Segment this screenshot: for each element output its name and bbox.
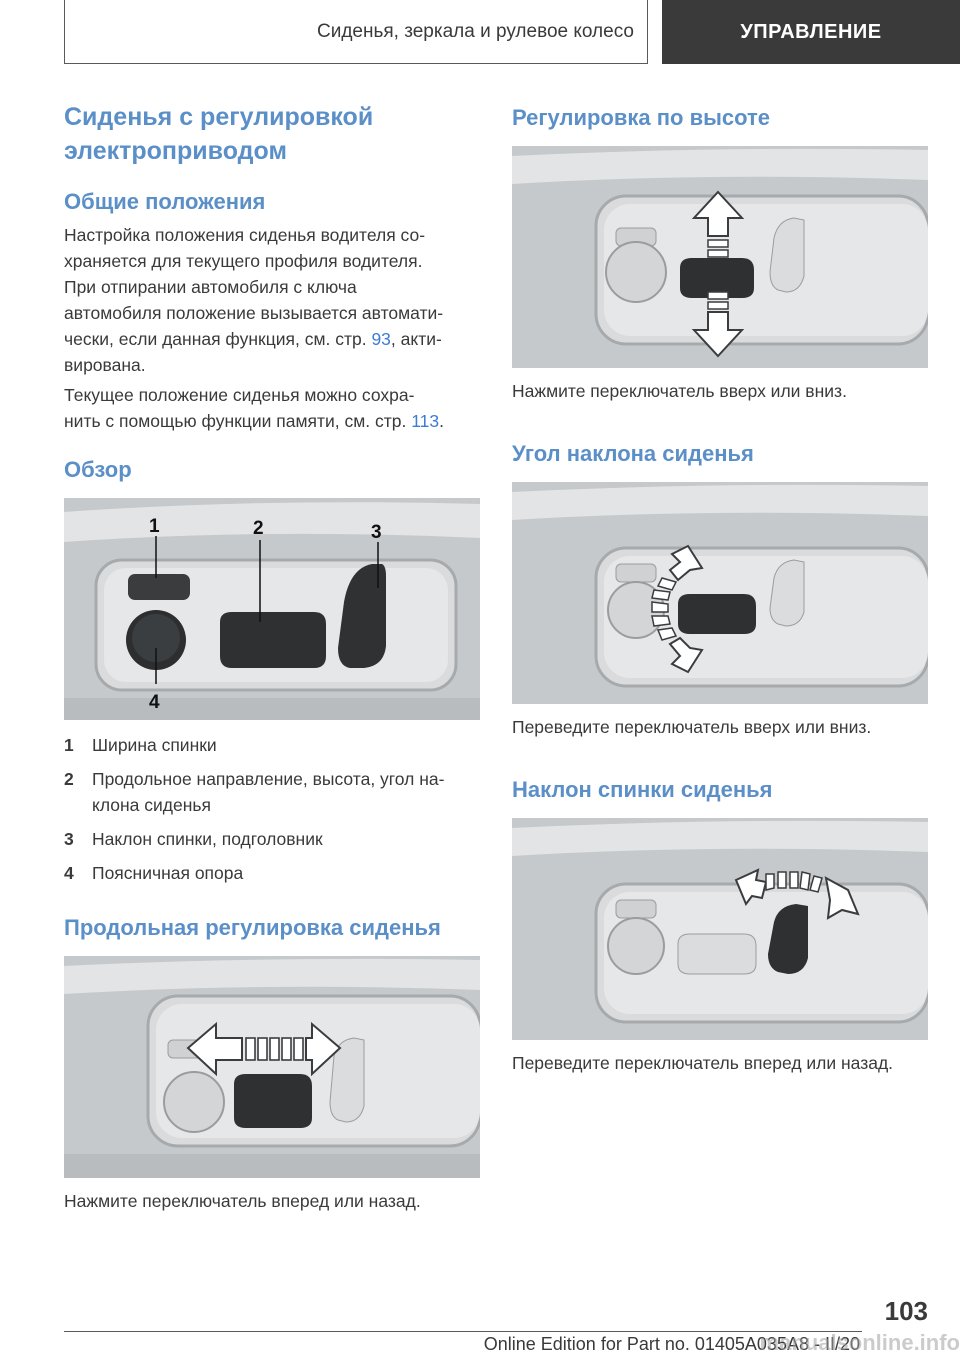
- tilt-figure: [512, 482, 928, 704]
- legend-number: 4: [64, 863, 74, 883]
- arrow-up-icon: [691, 190, 745, 237]
- legend-item: 3 Наклон спинки, подголовник: [64, 826, 480, 852]
- para1-line: Настройка положения сиденья водителя со-: [64, 225, 426, 245]
- legend-text: Ширина спинки: [92, 735, 217, 755]
- legend-text: Продольное направление, высота, угол на-…: [92, 769, 445, 815]
- para1-line: , акти-: [390, 329, 442, 349]
- para2-line: .: [439, 411, 444, 431]
- backrest-caption: Переведите переключатель вперед или наза…: [512, 1053, 894, 1073]
- legend-item: 1 Ширина спинки: [64, 732, 480, 758]
- tilt-caption: Переведите переключатель вверх или вниз.: [512, 717, 872, 737]
- footer-rule: [64, 1331, 862, 1332]
- para1-line: чески, если данная функция, см. стр.: [64, 329, 372, 349]
- backrest-heading: Наклон спинки сиденья: [512, 777, 773, 802]
- watermark: manualsonline.info: [759, 1330, 960, 1355]
- arrow-right-icon: [305, 1021, 342, 1077]
- overview-figure: 1 2 3 4: [64, 498, 480, 720]
- overview-heading: Обзор: [64, 457, 132, 482]
- header-chapter-tab: УПРАВЛЕНИЕ: [662, 0, 960, 64]
- title-line-2: электроприводом: [64, 137, 287, 165]
- header-section-title: Сиденья, зеркала и рулевое колесо: [317, 21, 634, 42]
- seat-tilt-illustration: [512, 482, 928, 704]
- arrow-tilt-up-icon: [668, 544, 704, 582]
- legend-text: Наклон спинки, подголовник: [92, 829, 323, 849]
- legend-number: 1: [64, 735, 74, 755]
- callout-1: 1: [149, 516, 160, 537]
- height-figure: [512, 146, 928, 368]
- callout-2: 2: [253, 518, 264, 539]
- general-heading: Общие положения: [64, 189, 266, 214]
- page-ref-93[interactable]: 93: [371, 329, 391, 349]
- edition-text: Online Edition for Part no. 01405A035A8 …: [483, 1334, 860, 1354]
- header-frame: [64, 0, 648, 64]
- backrest-tilt-illustration: [512, 818, 928, 1040]
- longitudinal-heading: Продольная регулировка сиденья: [64, 915, 441, 940]
- para1-line: При отпирании автомобиля с ключа: [64, 277, 357, 297]
- arrow-left-icon: [186, 1021, 243, 1077]
- para1-line: храняется для текущего профиля водителя.: [64, 251, 423, 271]
- arrow-down-icon: [691, 311, 745, 358]
- title-line-1: Сиденья с регулировкой: [64, 103, 374, 131]
- tilt-heading: Угол наклона сиденья: [512, 441, 754, 466]
- longitudinal-figure: [64, 956, 480, 1178]
- memory-paragraph: Текущее положение сиденья можно сохра- н…: [64, 382, 476, 434]
- page-title: Сиденья с регулировкой электроприводом: [64, 100, 480, 168]
- callout-3: 3: [371, 522, 382, 543]
- legend-number: 2: [64, 769, 74, 789]
- callout-4: 4: [149, 692, 160, 713]
- height-adjust-illustration: [512, 146, 928, 368]
- seat-controls-overview-illustration: 1 2 3 4: [64, 498, 480, 720]
- height-caption: Нажмите переключатель вверх или вниз.: [512, 381, 847, 401]
- legend-item: 4 Поясничная опора: [64, 860, 480, 886]
- overview-legend: 1 Ширина спинки 2 Продольное направление…: [64, 732, 480, 894]
- para2-line: нить с помощью функции памяти, см. стр.: [64, 411, 412, 431]
- arrow-backrest-back-icon: [824, 876, 860, 920]
- height-heading: Регулировка по высоте: [512, 105, 771, 130]
- page-ref-113[interactable]: 113: [411, 411, 440, 431]
- para1-line: вирована.: [64, 355, 146, 375]
- longitudinal-adjust-illustration: [64, 956, 480, 1178]
- arrow-tilt-down-icon: [668, 636, 704, 674]
- general-paragraph: Настройка положения сиденья водителя со-…: [64, 222, 476, 378]
- longitudinal-caption: Нажмите переключатель вперед или назад.: [64, 1191, 421, 1211]
- page-number: 103: [884, 1296, 928, 1326]
- legend-number: 3: [64, 829, 74, 849]
- para1-line: автомобиля положение вызывается автомати…: [64, 303, 444, 323]
- arrow-backrest-forward-icon: [734, 868, 768, 906]
- backrest-figure: [512, 818, 928, 1040]
- legend-item: 2 Продольное направление, высота, угол н…: [64, 766, 480, 818]
- legend-text: Поясничная опора: [92, 863, 244, 883]
- para2-line: Текущее положение сиденья можно сохра-: [64, 385, 415, 405]
